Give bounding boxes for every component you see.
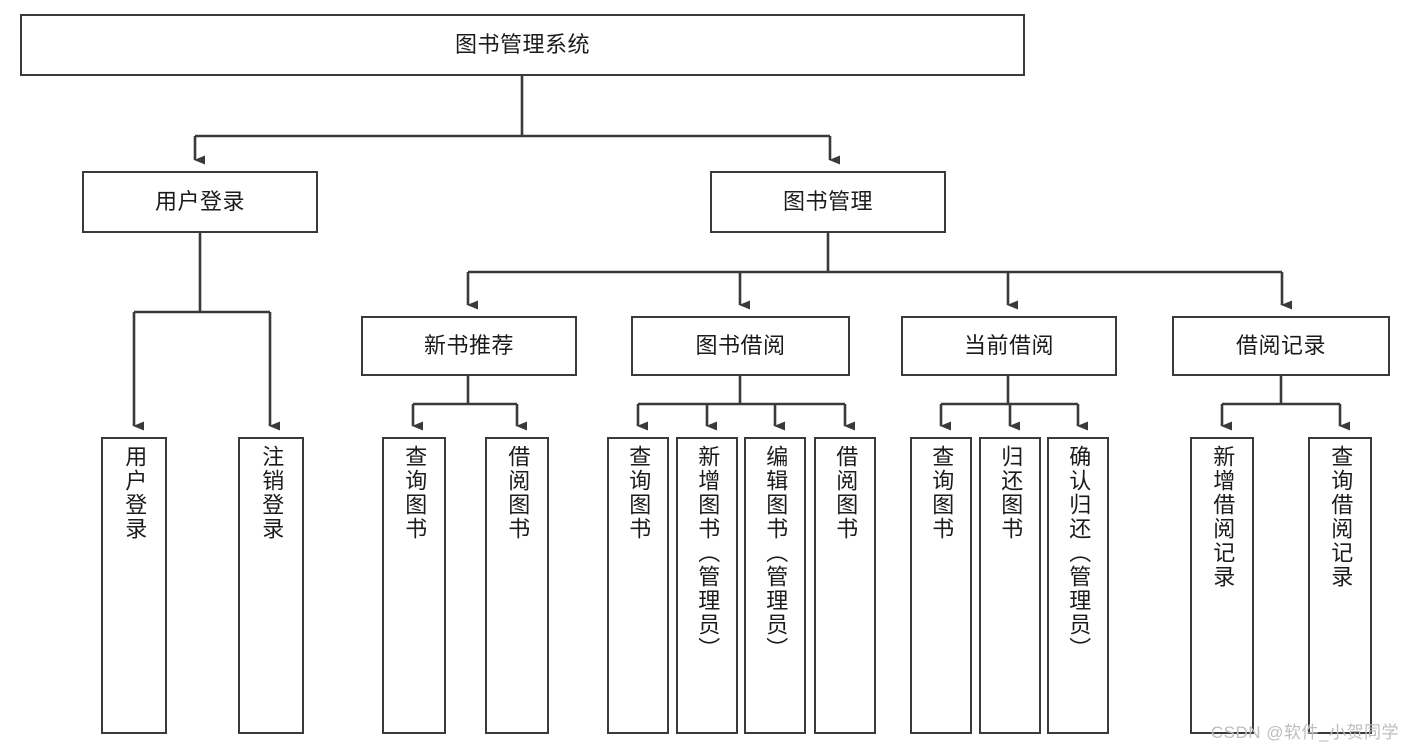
node-leaf-edit-book-label: 编辑图书（管理员）: [763, 445, 789, 661]
node-leaf-user-login-label: 用户登录: [122, 445, 148, 541]
node-leaf-add-record[interactable]: 新增借阅记录: [1190, 437, 1254, 734]
node-leaf-add-record-label: 新增借阅记录: [1210, 445, 1236, 589]
node-leaf-confirm-return-label: 确认归还（管理员）: [1066, 445, 1092, 661]
node-leaf-return-book-label: 归还图书: [998, 445, 1024, 541]
node-book-manage[interactable]: 图书管理: [710, 171, 946, 233]
node-leaf-query-book-2[interactable]: 查询图书: [607, 437, 669, 734]
node-leaf-query-book-1[interactable]: 查询图书: [382, 437, 446, 734]
node-current-borrow[interactable]: 当前借阅: [901, 316, 1117, 376]
node-leaf-query-record[interactable]: 查询借阅记录: [1308, 437, 1372, 734]
node-root-label: 图书管理系统: [454, 32, 590, 58]
node-user-login-label: 用户登录: [154, 189, 245, 215]
node-borrow-record-label: 借阅记录: [1235, 333, 1326, 359]
node-book-borrow[interactable]: 图书借阅: [631, 316, 850, 376]
node-leaf-query-book-2-label: 查询图书: [626, 445, 652, 541]
watermark: CSDN @软件_小贺同学: [1210, 723, 1399, 742]
node-leaf-logout[interactable]: 注销登录: [238, 437, 304, 734]
node-book-borrow-label: 图书借阅: [695, 333, 786, 359]
node-leaf-confirm-return[interactable]: 确认归还（管理员）: [1047, 437, 1109, 734]
node-leaf-borrow-book-2[interactable]: 借阅图书: [814, 437, 876, 734]
node-leaf-logout-label: 注销登录: [259, 445, 285, 541]
node-book-manage-label: 图书管理: [782, 189, 873, 215]
node-leaf-query-book-3[interactable]: 查询图书: [910, 437, 972, 734]
node-leaf-query-book-3-label: 查询图书: [929, 445, 955, 541]
node-leaf-add-book[interactable]: 新增图书（管理员）: [676, 437, 738, 734]
node-current-borrow-label: 当前借阅: [963, 333, 1054, 359]
node-leaf-add-book-label: 新增图书（管理员）: [695, 445, 721, 661]
node-borrow-record[interactable]: 借阅记录: [1172, 316, 1390, 376]
node-leaf-return-book[interactable]: 归还图书: [979, 437, 1041, 734]
node-new-book-rec[interactable]: 新书推荐: [361, 316, 577, 376]
node-leaf-borrow-book-2-label: 借阅图书: [833, 445, 859, 541]
node-user-login[interactable]: 用户登录: [82, 171, 318, 233]
node-new-book-rec-label: 新书推荐: [423, 333, 514, 359]
node-leaf-borrow-book-1-label: 借阅图书: [505, 445, 531, 541]
node-leaf-borrow-book-1[interactable]: 借阅图书: [485, 437, 549, 734]
node-leaf-query-book-1-label: 查询图书: [402, 445, 428, 541]
node-leaf-user-login[interactable]: 用户登录: [101, 437, 167, 734]
node-leaf-edit-book[interactable]: 编辑图书（管理员）: [744, 437, 806, 734]
node-root[interactable]: 图书管理系统: [20, 14, 1025, 76]
node-leaf-query-record-label: 查询借阅记录: [1328, 445, 1354, 589]
